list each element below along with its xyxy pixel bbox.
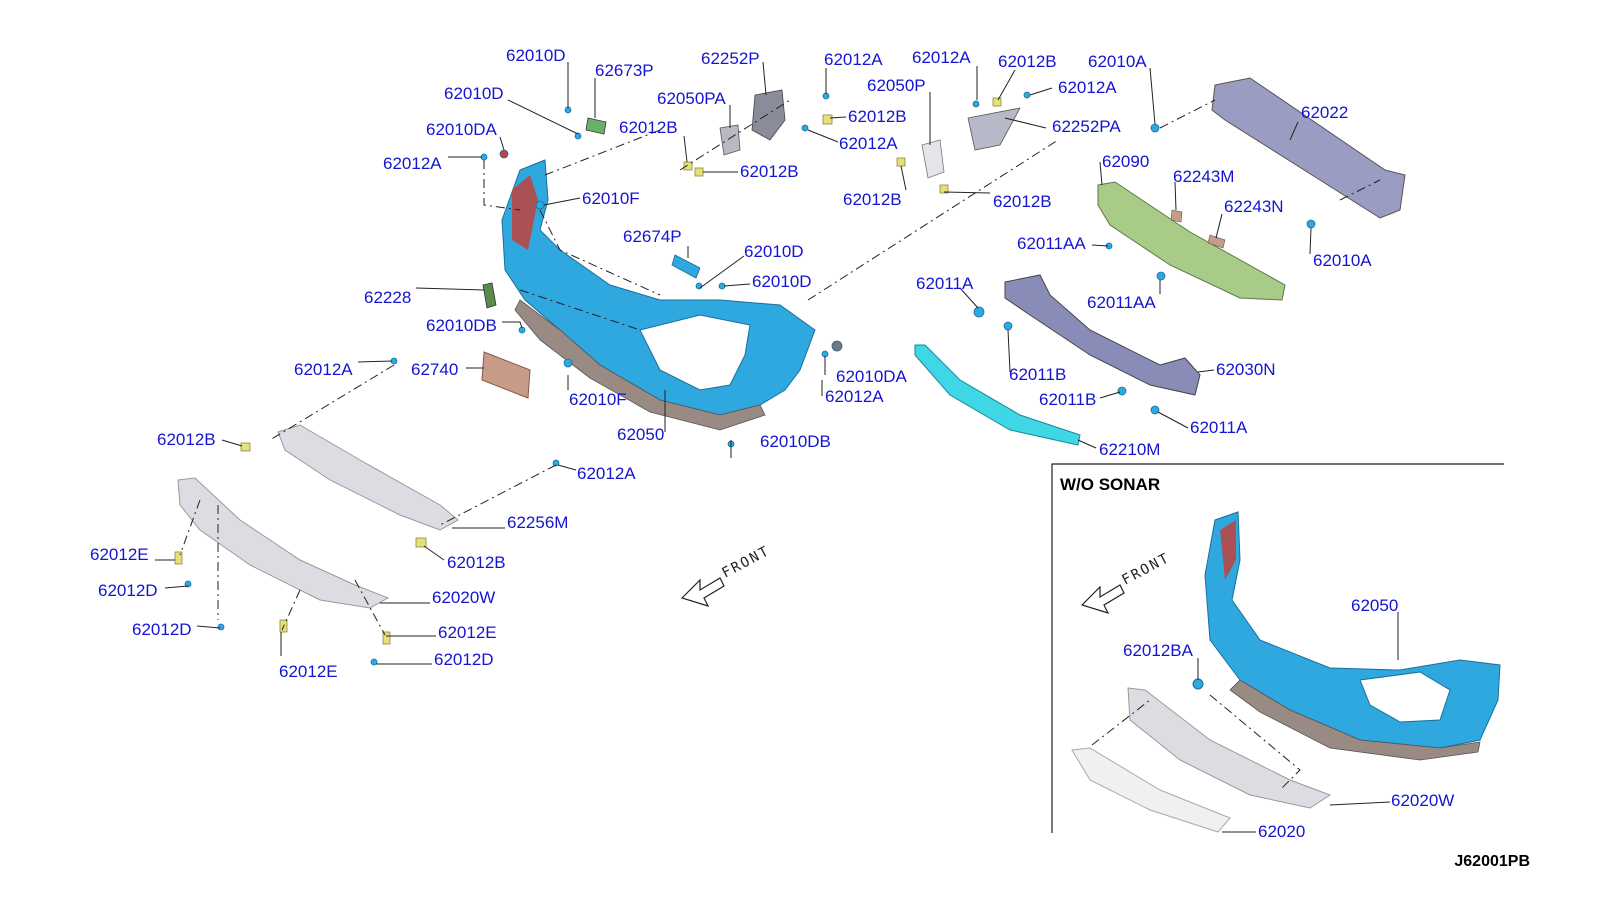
bumper-fascia-62050 — [501, 159, 816, 431]
part-label: 62012D — [132, 620, 192, 639]
part-label: 62011B — [1009, 365, 1066, 384]
part-label: 62228 — [364, 288, 411, 307]
front-arrow: FRONT — [680, 543, 773, 607]
part-label: 62012E — [90, 545, 149, 564]
front-label: FRONT — [719, 543, 773, 582]
bracket-62673P — [585, 117, 607, 135]
part-label: 62252P — [701, 49, 760, 68]
part-label: 62010DB — [426, 316, 497, 335]
part-label: 62050 — [1351, 596, 1398, 615]
part-label: 62011AA — [1087, 293, 1156, 312]
part-label: 62012D — [434, 650, 494, 669]
part-label: 62050 — [617, 425, 664, 444]
part-label: 62012B — [848, 107, 907, 126]
part-label: 62010DB — [760, 432, 831, 451]
part-label: 62050PA — [657, 89, 726, 108]
absorber-62090 — [1097, 181, 1286, 301]
part-label: 62010D — [506, 46, 566, 65]
part-label: 62010DA — [426, 120, 498, 139]
part-label: 62011A — [916, 274, 974, 293]
part-label: 62010D — [444, 84, 504, 103]
part-label: 62022 — [1301, 103, 1348, 122]
part-label: 62012A — [912, 48, 971, 67]
part-label: 62256M — [507, 513, 568, 532]
leader-lines — [155, 61, 1312, 665]
part-label: 62020W — [1391, 791, 1454, 810]
part-label: 62012A — [1058, 78, 1117, 97]
lower-spoiler-62020W — [177, 477, 390, 609]
part-label: 62012B — [740, 162, 799, 181]
part-label: 62010D — [744, 242, 804, 261]
part-label: 62210M — [1099, 440, 1160, 459]
part-label: 62012A — [577, 464, 636, 483]
reinforcement-62022 — [1211, 77, 1406, 219]
part-label: 62012B — [998, 52, 1057, 71]
part-label: 62012B — [447, 553, 506, 572]
part-label: 62012B — [843, 190, 902, 209]
tag-62243N — [1207, 234, 1226, 249]
diagram-code: J62001PB — [1454, 853, 1530, 870]
part-label: 62011AA — [1017, 234, 1086, 253]
part-label: 62243N — [1224, 197, 1284, 216]
part-label: 62011B — [1039, 390, 1096, 409]
inset-front-label: FRONT — [1119, 550, 1173, 589]
bracket-62252P — [719, 89, 786, 156]
part-label: 62010DA — [836, 367, 908, 386]
license-bracket-62740 — [481, 351, 531, 399]
part-label: 62010F — [582, 189, 640, 208]
yellow-clips — [174, 97, 1002, 645]
part-label: 62020 — [1258, 822, 1305, 841]
part-label: 62010A — [1088, 52, 1147, 71]
part-label: 62030N — [1216, 360, 1276, 379]
part-label: 62674P — [623, 227, 682, 246]
inset-wo-sonar: W/O SONAR FRONT — [1051, 463, 1504, 833]
part-labels: 62010D 62673P 62010D 62010DA 62012A 6201… — [90, 46, 1454, 841]
part-label: 62012B — [993, 192, 1052, 211]
part-label: 62010A — [1313, 251, 1372, 270]
part-label: 62252PA — [1052, 117, 1121, 136]
part-label: 62011A — [1190, 418, 1248, 437]
part-label: 62012BA — [1123, 641, 1194, 660]
part-label: 62012A — [825, 387, 884, 406]
alignment-lines — [179, 99, 1381, 636]
part-label: 62012E — [279, 662, 338, 681]
part-label: 62010D — [752, 272, 812, 291]
inset-title: W/O SONAR — [1060, 475, 1160, 494]
part-label: 62090 — [1102, 152, 1149, 171]
part-label: 62243M — [1173, 167, 1234, 186]
part-label: 62020W — [432, 588, 495, 607]
part-label: 62012A — [383, 154, 442, 173]
part-label: 62012A — [294, 360, 353, 379]
part-label: 62012B — [619, 118, 678, 137]
tag-62243M — [1170, 209, 1183, 223]
part-label: 62740 — [411, 360, 458, 379]
part-label: 62012B — [157, 430, 216, 449]
part-label: 62050P — [867, 76, 926, 95]
grille-62256M — [277, 424, 459, 531]
part-label: 62012A — [839, 134, 898, 153]
part-label: 62673P — [595, 61, 654, 80]
lower-reinforcement-62030N — [1004, 274, 1201, 396]
bracket-62674P — [671, 254, 701, 279]
bracket-62228 — [482, 282, 497, 309]
part-label: 62012A — [824, 50, 883, 69]
part-label: 62012E — [438, 623, 497, 642]
part-label: 62010F — [569, 390, 627, 409]
part-label: 62012D — [98, 581, 158, 600]
